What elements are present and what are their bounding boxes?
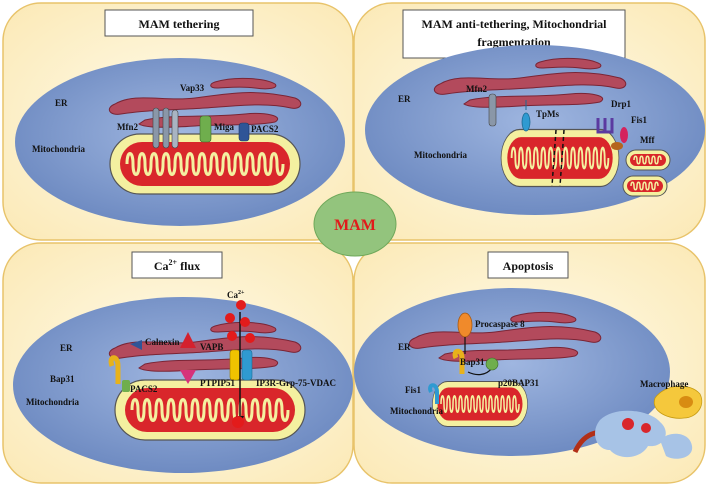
fis1-protein [620,127,628,143]
panel-title-calcium: Ca2+ flux [154,258,200,273]
label-mitochondria: Mitochondria [26,397,79,407]
fragmented-mitochondrion [622,175,668,197]
label-er: ER [398,94,411,104]
macrophage [653,385,703,419]
bap31-protein [108,355,121,384]
label-fis1: Fis1 [405,385,422,395]
panel-mam-anti-tethering: MAM anti-tethering, Mitochondrial fragme… [353,2,706,241]
fragmented-mitochondrion [625,149,671,171]
mfn2-tether [162,107,170,149]
label-er: ER [55,98,68,108]
ptpip51-protein [180,370,196,384]
mff-protein [611,142,623,150]
vdac-channel [241,349,253,381]
label-calnexin: Calnexin [145,337,180,347]
label-mfn2: Mfn2 [466,84,487,94]
cell-body [354,288,670,456]
panel-title-apoptosis: Apoptosis [503,259,554,273]
label-mitochondria: Mitochondria [414,150,467,160]
panel-apoptosis: Apoptosis Procaspase 8 ER Bap31 p20BAP31… [353,242,706,484]
label-drp1: Drp1 [611,99,631,109]
panel-mam-tethering: MAM tethering ER Mitochondria Vap33 Mfn2… [2,2,354,241]
label-mitochondria: Mitochondria [32,144,85,154]
label-mff: Mff [640,135,655,145]
label-ca-sup: 2+ [238,290,245,296]
mitochondrion [499,128,621,188]
bap31-protein [452,348,465,374]
panel-title-anti-line1: MAM anti-tethering, Mitochondrial [422,17,608,31]
label-p20bap31: p20BAP31 [498,378,540,388]
miga-protein [199,115,212,143]
label-fis1: Fis1 [631,115,648,125]
panel-title-tethering: MAM tethering [139,17,220,31]
title-ca-sup: 2+ [169,258,178,267]
fission-line [551,129,565,187]
mfn2-tether [152,107,160,149]
panel-calcium-flux: Ca2+ flux Ca2+ ER Bap31 Calnexin PACS2 V… [2,242,354,484]
label-mitochondria: Mitochondria [390,406,443,416]
label-er: ER [60,343,73,353]
mitochondrion [108,132,302,196]
mitochondrion [431,380,529,428]
mam-center-badge: MAM [313,191,397,257]
label-ca: Ca [227,290,238,300]
label-ca2: Ca2+ [227,290,245,300]
label-bap31: Bap31 [460,357,485,367]
mam-label: MAM [334,217,376,234]
mfn2-tether [488,93,497,127]
label-vap33: Vap33 [180,83,205,93]
p20bap31-fragment [485,357,499,371]
label-procaspase8: Procaspase 8 [475,319,525,329]
procaspase8-protein [457,312,473,338]
drp1-protein [596,118,614,134]
title-flux: flux [177,259,200,273]
label-vapb: VAPB [200,342,223,352]
label-ptpip51: PTPIP51 [200,378,235,388]
label-bap31: Bap31 [50,374,75,384]
vapb-protein [180,332,196,348]
pacs2-protein [238,122,250,142]
tpms-protein [521,112,531,132]
label-tpms: TpMs [536,109,560,119]
label-mfn2: Mfn2 [117,122,138,132]
label-pacs2: PACS2 [251,124,279,134]
calcium-ions [225,300,255,428]
label-miga: Miga [214,122,234,132]
fis1-protein [428,383,439,404]
pacs2-protein [122,380,130,392]
calnexin-protein [130,340,142,350]
ip3r-channel [229,349,241,381]
label-pacs2: PACS2 [130,384,158,394]
label-er: ER [398,342,411,352]
apoptotic-cell-fragments [595,410,693,459]
vap33-tether [171,109,179,149]
label-macrophage: Macrophage [640,379,688,389]
label-ip3r-grp75-vdac: IP3R-Grp-75-VDAC [256,378,336,388]
title-ca: Ca [154,259,169,273]
